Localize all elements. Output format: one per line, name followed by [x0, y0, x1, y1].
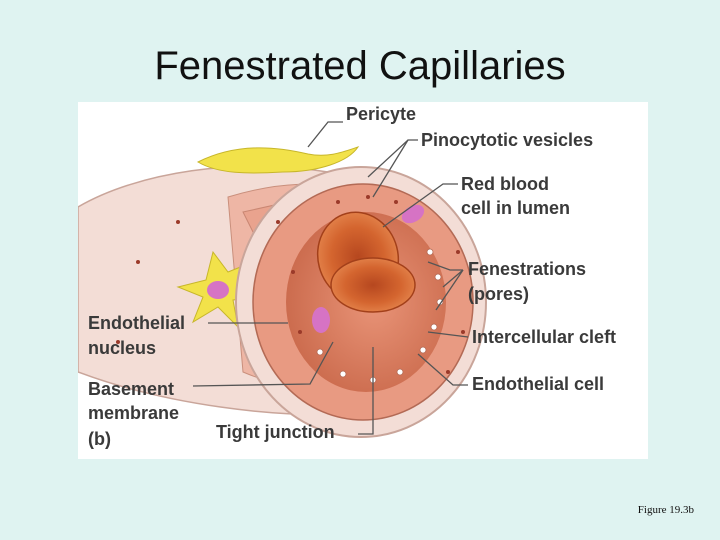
- capillary-diagram: Pericyte Pinocytotic vesicles Red blood …: [78, 104, 616, 449]
- red-blood-cell-label-line2: cell in lumen: [461, 198, 570, 218]
- endothelial-cell-label: Endothelial cell: [472, 374, 604, 394]
- pinocytotic-vesicle-dots: [116, 195, 465, 374]
- figure-caption: Figure 19.3b: [637, 504, 694, 516]
- fenestrations-label-line1: Fenestrations: [468, 259, 586, 279]
- leader-lines: [192, 121, 469, 435]
- tight-junction-label: Tight junction: [216, 422, 335, 442]
- fenestrations-label-line2: (pores): [468, 284, 529, 304]
- basement-membrane-label-line2: membrane: [88, 403, 179, 423]
- red-blood-cell-lower: [330, 257, 416, 313]
- pericyte-cell: [196, 146, 360, 174]
- panel-letter: (b): [88, 429, 111, 449]
- wall-nucleus-left: [312, 307, 330, 333]
- pericyte-label: Pericyte: [346, 104, 416, 124]
- capillary-figure: Pericyte Pinocytotic vesicles Red blood …: [78, 102, 648, 459]
- basement-membrane-label-line1: Basement: [88, 379, 174, 399]
- intercellular-cleft-label: Intercellular cleft: [472, 327, 616, 347]
- endothelial-nucleus-left: [207, 281, 229, 299]
- endothelial-nucleus-label-line1: Endothelial: [88, 313, 185, 333]
- slide-title: Fenestrated Capillaries: [154, 44, 566, 88]
- red-blood-cell-label-line1: Red blood: [461, 174, 549, 194]
- endothelial-nucleus-label-line2: nucleus: [88, 338, 156, 358]
- fenestration-pores: [316, 248, 444, 384]
- pinocytotic-vesicles-label: Pinocytotic vesicles: [421, 130, 593, 150]
